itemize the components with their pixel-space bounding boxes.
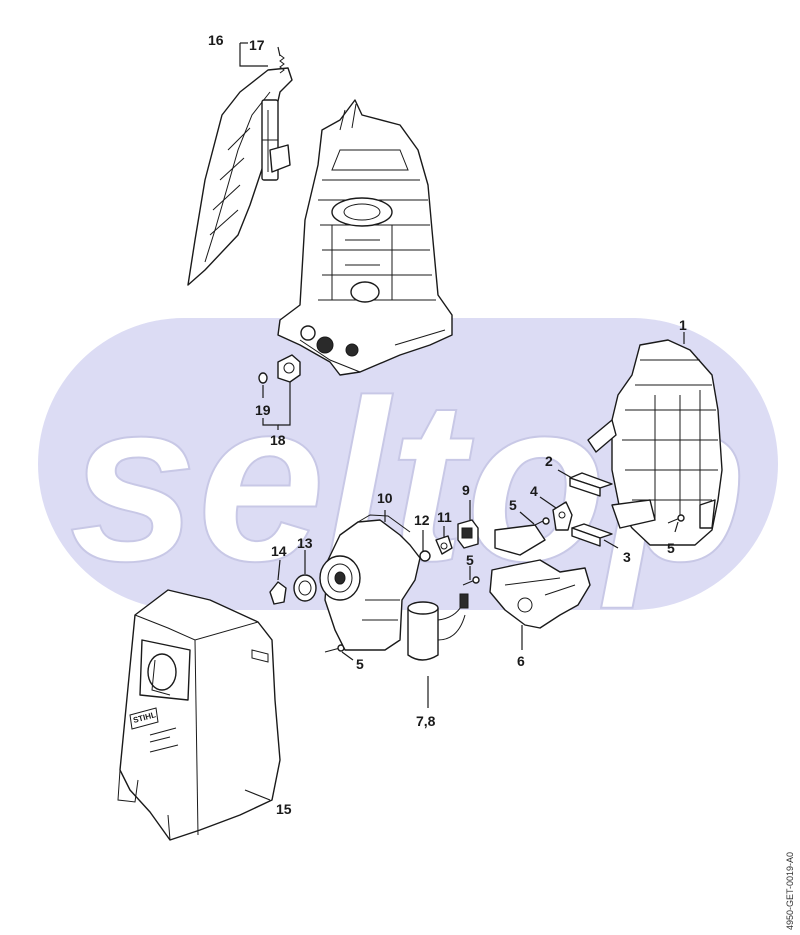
side-cover-part-16: [187, 54, 293, 286]
pump-housing-part-10: [319, 514, 421, 651]
knob-part-13: [293, 574, 317, 602]
clip-part-4: [552, 501, 573, 531]
callout-6: 6: [517, 653, 525, 669]
callout-15: 15: [276, 801, 292, 817]
callout-1: 1: [679, 317, 687, 333]
callout-5-d: 5: [356, 656, 364, 672]
screw-part-5-b: [667, 514, 685, 524]
ring-part-12: [419, 550, 431, 562]
pad-part-2: [569, 472, 613, 497]
screw-part-5-c: [462, 576, 480, 586]
callout-3: 3: [623, 549, 631, 565]
capacitor-part-7-8: [407, 593, 469, 661]
cap-part-14: [269, 581, 287, 605]
leader-lines: [239, 42, 685, 801]
callout-5-c: 5: [466, 552, 474, 568]
bracket-part-6: [489, 524, 591, 629]
pad-part-3: [571, 523, 613, 547]
callout-19: 19: [255, 402, 271, 418]
callout-14: 14: [271, 543, 287, 559]
callout-2: 2: [545, 453, 553, 469]
callout-4: 4: [530, 483, 538, 499]
drawing-id: 4950-GET-0019-A0: [785, 852, 795, 930]
motor-assembly: [277, 99, 453, 376]
callout-7-8: 7,8: [416, 713, 436, 729]
callout-11: 11: [437, 509, 452, 525]
callout-5-b: 5: [667, 540, 675, 556]
callout-10: 10: [377, 490, 393, 506]
watermark: seltop: [38, 318, 778, 610]
frame-part-1: [587, 339, 723, 546]
front-cover-part-15: STIHL: [117, 589, 281, 841]
switch-part-9: [457, 519, 479, 549]
callout-18: 18: [270, 432, 286, 448]
callout-9: 9: [462, 482, 470, 498]
callout-5-a: 5: [509, 497, 517, 513]
callout-12: 12: [414, 512, 430, 528]
o-ring-part-19: [258, 372, 268, 384]
callout-13: 13: [297, 535, 313, 551]
callout-labels: 1 2 4 5 5 3 9 11 12 10 5 6 7,8 5 14 13 1…: [208, 32, 687, 817]
screw-part-5-d: [324, 644, 345, 653]
callout-16: 16: [208, 32, 224, 48]
fitting-part-18: [277, 354, 301, 383]
callout-17: 17: [249, 37, 265, 53]
